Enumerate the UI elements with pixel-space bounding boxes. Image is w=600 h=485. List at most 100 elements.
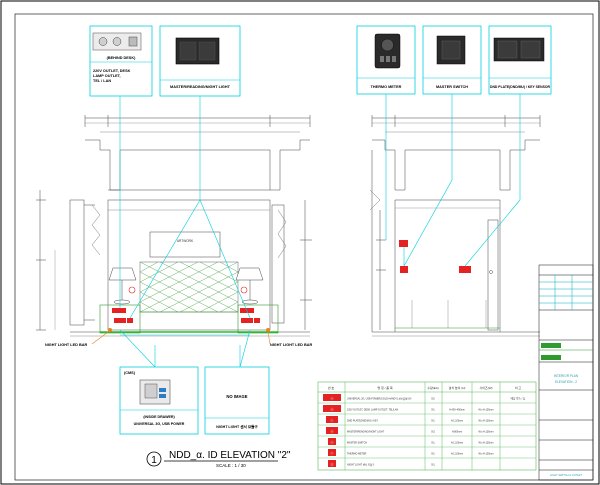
legend-code: ⓐ (330, 396, 333, 401)
left-elevation (36, 115, 312, 337)
thermostat-dial-icon (381, 38, 394, 52)
lamp-right (235, 267, 264, 305)
legend-height: H:800mm (452, 431, 462, 434)
right-panels (395, 300, 500, 329)
legend-qty: X1 (431, 452, 435, 456)
legend-code: ⓒ (330, 418, 333, 423)
legend-qty: X1 (431, 441, 435, 445)
night-light-right-label: NIGHT LIGHT LED BAR (270, 343, 312, 347)
legend-code-badge (326, 427, 338, 434)
legend-note: 베딩 박스 / 등 (511, 397, 526, 401)
legend-header-note: 비 고 (515, 385, 522, 390)
legend-desc: DND PLATE(DND/MU) / KEY (347, 420, 379, 423)
callout-dnd: DND PLATE(DND/MU) / KEY SENSOR (488, 25, 552, 95)
legend-code-badge (328, 449, 336, 456)
outlet-socket-icon (112, 37, 122, 46)
callout-behind-desk: (BEHIND DESK) 220V OUTLET, DESK LAMP OUT… (89, 25, 153, 97)
legend-desc: UNIVERSAL 3G, USB POWER(GOLD-HANDY) 콤보플레… (347, 397, 412, 401)
legend-size: W:x H:135mm (478, 453, 493, 456)
elevation-scale: SCALE : 1 / 30 (216, 463, 246, 468)
legend-size: W:x H:135mm (478, 442, 493, 445)
device-markers-right (399, 240, 471, 273)
no-image-title: NO IMAGE (226, 394, 247, 399)
master-reading-label: MASTER/READING/NIGHT LIGHT (170, 85, 231, 89)
behind-desk-desc-2: LAMP OUTLET, (93, 74, 121, 78)
callout-master-reading: MASTER/READING/NIGHT LIGHT (159, 25, 241, 97)
legend-height: H:400~450mm (449, 409, 465, 412)
legend-qty: X2 (431, 397, 435, 401)
legend-code: ⓔ (330, 440, 333, 445)
night-light-left-label: NIGHT LIGHT LED BAR (45, 343, 87, 347)
callout-cms: (CMS) (INSIDE DRAWER) UNIVERSAL 3G, USB … (119, 366, 199, 435)
legend-code-badge (326, 416, 338, 423)
callout-night-light: NO IMAGE NIGHT LIGHT 센서 모듈구 (204, 366, 270, 435)
inside-drawer-label: (INSIDE DRAWER) (143, 415, 175, 419)
outlet-marker (112, 308, 126, 313)
elevation-number: 1 (151, 455, 157, 466)
legend-desc: MASTER SWITCH (347, 442, 367, 445)
leader-lines-left (119, 96, 251, 368)
switch-marker (400, 266, 408, 273)
legend-qty: X2 (431, 430, 435, 434)
behind-desk-desc-3: TEL / LAN (93, 79, 111, 83)
switch-marker (127, 318, 133, 323)
title-block (538, 264, 594, 481)
legend-qty: X1 (431, 408, 435, 412)
legend-header-name: 명 칭 / 품 목 (377, 385, 392, 390)
title-block-sub: ELEVATION - 2 (555, 380, 577, 384)
legend-header-size: 사이즈(W) (479, 385, 492, 390)
legend-height: H:1,100mm (451, 453, 463, 456)
legend-qty: X1 (431, 419, 435, 423)
elevation-title-text: NDD_α. ID ELEVATION "2" (169, 450, 291, 461)
dnd-marker (459, 266, 471, 273)
legend-qty: X1 (431, 463, 435, 467)
callout-thermo: THERMO METER (356, 25, 416, 95)
lamp-left (108, 267, 137, 305)
headboard-quilting (139, 261, 239, 313)
behind-desk-title: (BEHIND DESK) (107, 56, 136, 60)
device-markers-left (108, 286, 270, 332)
thermo-label: THERMO METER (371, 85, 402, 89)
legend-height: H:1,100mm (451, 420, 463, 423)
elevation-title: 1 NDD_α. ID ELEVATION "2" SCALE : 1 / 30 (146, 450, 291, 468)
legend-desc: 220V OUTLET, DESK LAMP OUTLET, TEL/LAN (347, 409, 398, 412)
title-block-sheet: LIGHT SWITCH & OUTLET (550, 473, 582, 477)
title-block-drawing: INTERIOR PLAN (554, 374, 579, 378)
legend-size: W:x H:135mm (478, 420, 493, 423)
switch-marker (241, 318, 253, 323)
legend-table: 번 호 명 칭 / 품 목 수량(EA) 설치 높이 (H) 사이즈(W) 비 … (317, 381, 537, 471)
legend-height: H:1,100mm (451, 442, 463, 445)
legend-header-no: 번 호 (328, 385, 335, 390)
legend-desc: NIGHT LIGHT 센서 모듈구 (347, 463, 375, 467)
master-switch-label: MASTER SWITCH (436, 85, 468, 89)
legend-code: ⓖ (330, 462, 333, 467)
switch-marker (254, 318, 260, 323)
legend-code: ⓓ (330, 429, 333, 434)
thermo-marker (399, 240, 408, 247)
legend-size: W:x H:135mm (478, 409, 493, 412)
drawing-frame (14, 13, 594, 481)
dnd-label: DND PLATE(DND/MU) / KEY SENSOR (490, 85, 551, 89)
legend-desc: MASTER/READING/NIGHT LIGHT (347, 431, 385, 434)
artwork-label: ARTWORK (177, 239, 194, 243)
switch-marker (114, 318, 126, 323)
legend-desc: THERMO METER (347, 453, 367, 456)
legend-code-badge (328, 438, 336, 445)
lan-port-icon (128, 36, 138, 47)
right-elevation (369, 115, 541, 337)
legend-header-qty: 수량(EA) (427, 385, 439, 390)
behind-desk-desc-1: 220V OUTLET, DESK (93, 69, 131, 73)
leader-lines-right (385, 94, 521, 267)
elevation-number-circle (146, 451, 162, 467)
legend-code-badge (323, 394, 341, 401)
callout-master-switch: MASTER SWITCH (422, 25, 482, 95)
outlet-socket-icon (98, 37, 108, 46)
legend-code-badge (328, 460, 336, 467)
legend-code: ⓑ (330, 407, 333, 412)
universal-label: UNIVERSAL 3G, USB POWER (134, 422, 185, 426)
legend-code: ⓕ (330, 451, 333, 456)
night-light-module-label: NIGHT LIGHT 센서 모듈구 (216, 424, 258, 429)
legend-code-badge (323, 405, 341, 412)
